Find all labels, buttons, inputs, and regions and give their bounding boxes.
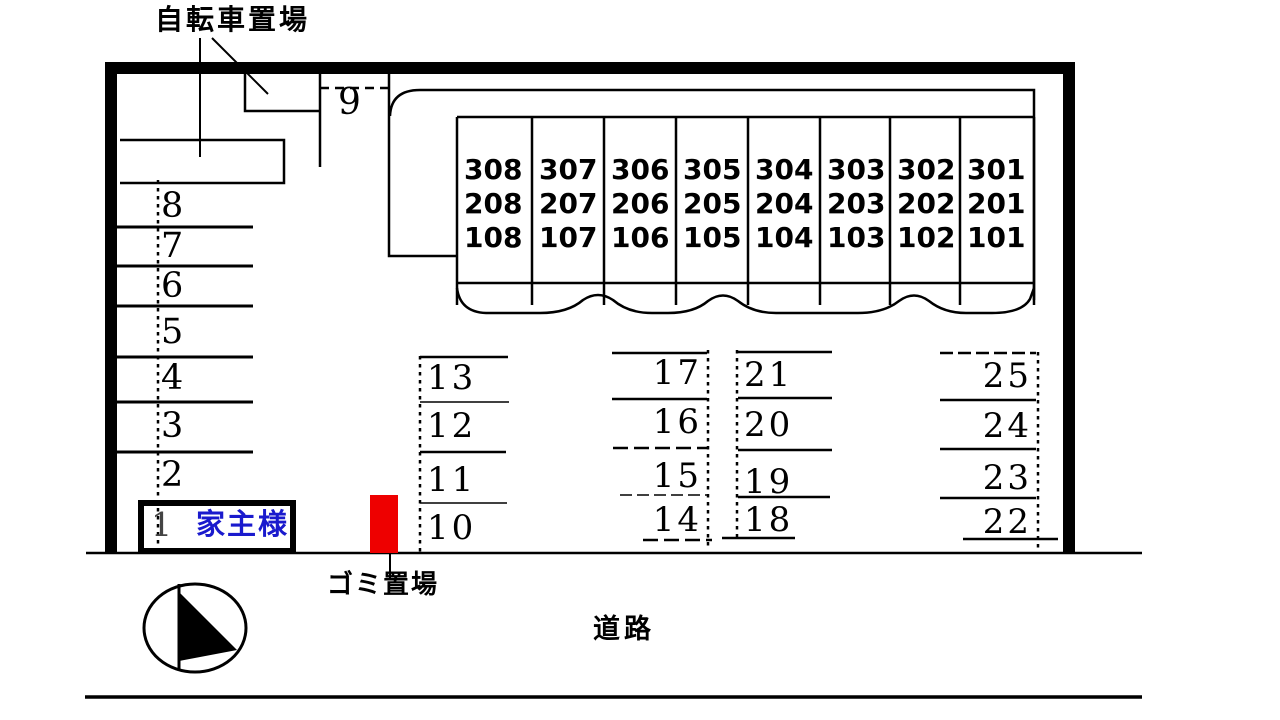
space-16-label: 16 xyxy=(652,402,702,442)
room-number: 103 xyxy=(827,221,886,254)
unit-column-01: 301 201 101 xyxy=(967,153,1025,255)
room-number: 107 xyxy=(539,221,598,254)
unit-column-02: 302 202 102 xyxy=(897,153,955,255)
room-number: 102 xyxy=(897,221,956,254)
room-number: 205 xyxy=(683,187,742,220)
room-number: 208 xyxy=(464,187,523,220)
space-24-label: 24 xyxy=(982,406,1032,446)
room-number: 201 xyxy=(967,187,1026,220)
space-8-label: 8 xyxy=(161,186,184,226)
left-stall-dividers xyxy=(117,225,253,454)
owner-space-box xyxy=(138,500,296,554)
stall-dividers-18-21 xyxy=(722,350,832,540)
unit-column-07: 307 207 107 xyxy=(539,153,597,255)
room-number: 106 xyxy=(611,221,670,254)
bicycle-parking-label: 自転車置場 xyxy=(155,3,311,36)
room-number: 105 xyxy=(683,221,742,254)
room-number: 203 xyxy=(827,187,886,220)
owner-space-name: 家主様 xyxy=(196,507,290,541)
room-number: 305 xyxy=(683,153,742,186)
stall-dividers-14-17-solid xyxy=(612,351,707,401)
room-number: 202 xyxy=(897,187,956,220)
room-number: 304 xyxy=(755,153,814,186)
room-number: 301 xyxy=(967,153,1026,186)
stall-dividers-10-13-thin xyxy=(420,401,509,504)
space-25-label: 25 xyxy=(982,356,1032,396)
space-4-label: 4 xyxy=(161,358,184,398)
room-number: 207 xyxy=(539,187,598,220)
building-grid-horizontals xyxy=(457,115,1034,285)
space-10-label: 10 xyxy=(427,508,477,548)
space-2-label: 2 xyxy=(161,455,184,495)
room-number: 306 xyxy=(611,153,670,186)
dotted-stall-boundaries xyxy=(156,180,1040,552)
space-5-label: 5 xyxy=(161,312,184,352)
bicycle-area-boxes xyxy=(120,74,322,185)
north-compass-icon xyxy=(142,582,248,674)
stall-dividers-14-17-dashed xyxy=(613,446,712,542)
room-number: 307 xyxy=(539,153,598,186)
space-6-label: 6 xyxy=(161,266,184,306)
space-19-label: 19 xyxy=(744,462,794,502)
space-23-label: 23 xyxy=(982,458,1032,498)
room-number: 206 xyxy=(611,187,670,220)
unit-column-04: 304 204 104 xyxy=(755,153,813,255)
space-20-label: 20 xyxy=(744,405,794,445)
unit-column-05: 305 205 105 xyxy=(683,153,741,255)
room-number: 204 xyxy=(755,187,814,220)
stall-dividers-22-25-solid xyxy=(940,398,1058,541)
stall-dividers-10-13-solid xyxy=(420,355,508,454)
label-leader-lines xyxy=(199,37,391,580)
space-22-label: 22 xyxy=(982,502,1032,542)
room-number: 101 xyxy=(967,221,1026,254)
room-number: 104 xyxy=(755,221,814,254)
road-label: 道路 xyxy=(593,614,655,645)
space-11-label: 11 xyxy=(427,460,477,500)
building-grid-verticals xyxy=(455,117,1036,305)
space-12-label: 12 xyxy=(427,406,477,446)
room-number: 303 xyxy=(827,153,886,186)
unit-column-06: 306 206 106 xyxy=(611,153,669,255)
garbage-area-marker xyxy=(370,495,398,553)
garbage-area-label: ゴミ置場 xyxy=(327,570,440,600)
space-15-label: 15 xyxy=(652,456,702,496)
owner-space-number: 1 xyxy=(151,505,172,544)
space-7-label: 7 xyxy=(161,226,184,266)
space-18-label: 18 xyxy=(744,500,794,540)
space-21-label: 21 xyxy=(744,355,794,395)
space-17-label: 17 xyxy=(652,353,702,393)
space-3-label: 3 xyxy=(161,406,184,446)
space-14-label: 14 xyxy=(652,500,702,540)
space-13-label: 13 xyxy=(427,358,477,398)
room-number: 108 xyxy=(464,221,523,254)
property-border xyxy=(105,62,1075,553)
unit-column-08: 308 208 108 xyxy=(464,153,522,255)
building-scalloped-edge xyxy=(455,287,1036,315)
room-number: 302 xyxy=(897,153,956,186)
room-number: 308 xyxy=(464,153,523,186)
space-9-label: 9 xyxy=(338,82,361,123)
unit-column-03: 303 203 103 xyxy=(827,153,885,255)
